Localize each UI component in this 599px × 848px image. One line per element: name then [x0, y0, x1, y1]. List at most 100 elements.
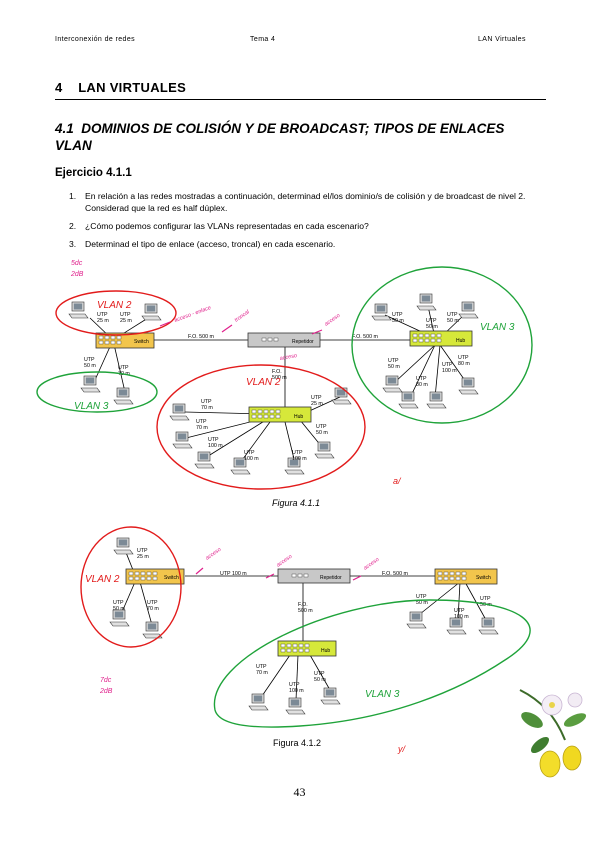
question-3: 3. Determinad el tipo de enlace (acceso, … — [69, 238, 549, 250]
exercise-title: Ejercicio 4.1.1 — [55, 167, 132, 179]
pc-icon — [458, 377, 479, 395]
pc-icon — [172, 431, 193, 449]
vlan2-center-ellipse — [156, 364, 366, 490]
link-label: F.O. 500 m — [382, 571, 408, 577]
question-number: 3. — [69, 239, 77, 249]
pc-icon — [426, 391, 447, 409]
hub-label: Hub — [294, 414, 303, 420]
vlan3-right-ellipse — [351, 266, 533, 424]
page-number: 43 — [293, 785, 306, 799]
pc-icon — [68, 301, 89, 319]
pc-icon — [406, 611, 427, 629]
question-number: 1. — [69, 191, 77, 201]
chapter-number: 4 — [55, 80, 63, 95]
switch-label: Switch — [134, 339, 149, 345]
vlan-label: VLAN 3 — [480, 322, 515, 333]
figure1-caption: Figura 4.1.1 — [272, 498, 321, 508]
pc-icon — [331, 387, 352, 405]
vlan3-left-ellipse — [36, 371, 158, 413]
hub-2: Hub — [277, 640, 337, 657]
vlan-label: VLAN 3 — [74, 401, 109, 412]
handwritten-note: troncal — [234, 309, 252, 324]
figure1-annotations: VLAN 2 VLAN 2 — [97, 300, 281, 388]
pc-icon — [371, 303, 392, 321]
pc-icon — [285, 697, 306, 715]
pc-icon — [248, 693, 269, 711]
pc-icon — [398, 391, 419, 409]
figure-4-1-1: Switch Repetidor Hub Hub — [36, 260, 533, 490]
hub-label: Hub — [456, 338, 465, 344]
handwritten-note: acceso — [279, 353, 297, 362]
section-number: 4.1 — [55, 121, 74, 136]
switch-1: Switch — [95, 332, 155, 349]
lemon-decoration — [519, 689, 587, 778]
hub-center: Hub — [248, 406, 312, 423]
question-2: 2. ¿Cómo podemos configurar las VLANs rep… — [69, 220, 549, 232]
figure2-links — [121, 549, 487, 701]
handwritten-note: acceso — [276, 554, 294, 569]
link-label: UTP 100 m — [220, 571, 247, 577]
pc-icon — [80, 375, 101, 393]
pc-icon — [446, 617, 467, 635]
pc-icon — [141, 303, 162, 321]
figure2-caption: Figura 4.1.2 — [273, 738, 322, 748]
handwritten-note: 7dc — [100, 677, 112, 684]
header-right: LAN Virtuales — [478, 36, 526, 43]
pc-icon — [142, 621, 163, 639]
pc-icon — [113, 387, 134, 405]
vlan-label: VLAN 2 — [246, 377, 281, 388]
handwritten-note: acceso — [205, 547, 223, 562]
section-title: DOMINIOS DE COLISIÓN Y DE BROADCAST; TIP… — [55, 121, 505, 153]
figure-4-1-2: Switch Repetidor Switch Hub — [80, 526, 587, 778]
handwritten-note: acceso — [363, 557, 381, 572]
pc-icon — [320, 687, 341, 705]
switch-left: Switch — [125, 568, 185, 585]
vlan-label: VLAN 3 — [365, 689, 400, 700]
handwritten-note: y/ — [397, 744, 407, 754]
handwritten-note: 2dB — [99, 688, 113, 695]
vlan3-ellipse — [213, 599, 531, 728]
question-number: 2. — [69, 221, 77, 231]
pc-icon — [113, 537, 134, 555]
switch-label: Switch — [476, 575, 491, 581]
handwritten-note: 2dB — [70, 271, 84, 278]
section-heading: 4.1 DOMINIOS DE COLISIÓN Y DE BROADCAST;… — [55, 120, 535, 154]
handwritten-note: a/ — [393, 476, 402, 486]
pc-icon — [458, 301, 479, 319]
pc-icon — [109, 609, 130, 627]
vlan-label: VLAN 2 — [97, 300, 132, 311]
pc-icon — [478, 617, 499, 635]
vlan2-ellipse — [80, 526, 182, 648]
question-text: ¿Cómo podemos configurar las VLANs repre… — [85, 221, 369, 231]
vlan-label: VLAN 2 — [85, 574, 120, 585]
repeater-label: Repetidor — [320, 575, 342, 581]
figure1-links — [89, 305, 467, 464]
pc-icon — [314, 441, 335, 459]
question-text: Determinad el tipo de enlace (acceso, tr… — [85, 239, 336, 249]
link-label: F.O. 500 m — [188, 334, 214, 340]
chapter-title: LAN VIRTUALES — [78, 80, 187, 95]
